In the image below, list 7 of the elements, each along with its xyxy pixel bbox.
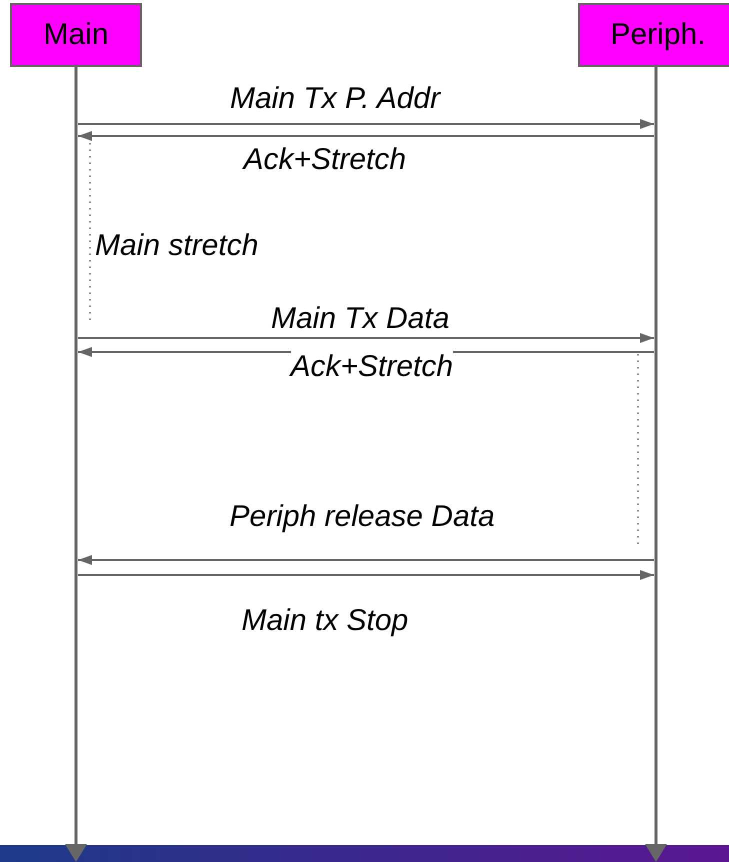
message-arrow bbox=[78, 570, 654, 580]
message-arrow bbox=[78, 131, 654, 141]
participant-box: Main bbox=[10, 3, 142, 67]
message-arrow bbox=[78, 333, 654, 343]
message-arrow bbox=[78, 555, 654, 565]
participant-box: Periph. bbox=[578, 3, 729, 67]
message-arrow bbox=[78, 119, 654, 129]
